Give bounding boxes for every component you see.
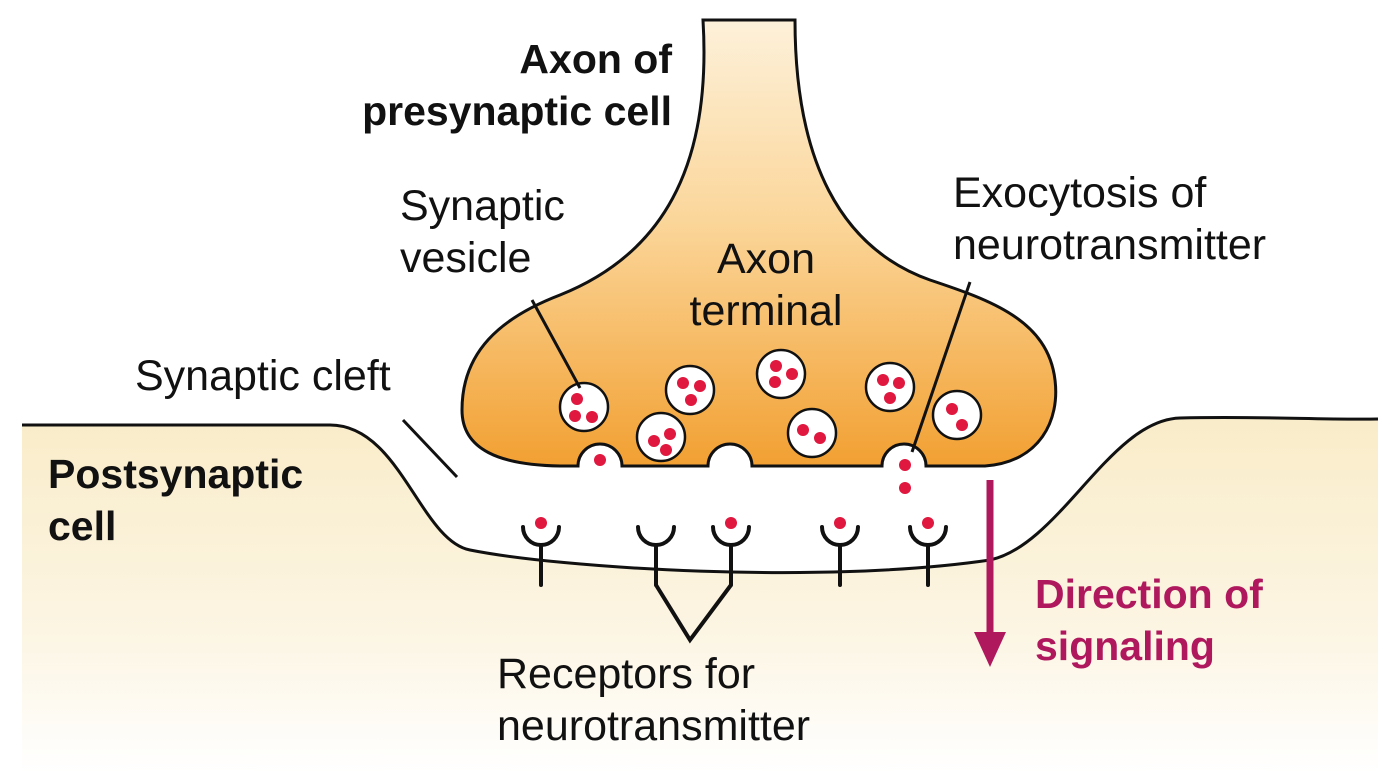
synaptic-vesicle xyxy=(635,411,687,463)
synaptic-vesicle-leader xyxy=(530,299,582,389)
receptor xyxy=(820,525,860,587)
postsynaptic-cell-label: Postsynaptic cell xyxy=(48,451,304,549)
receptor xyxy=(521,525,561,587)
synaptic-vesicle xyxy=(755,348,807,400)
exocytosis-label: Exocytosis of neurotransmitter xyxy=(953,169,1267,269)
synaptic-vesicle xyxy=(931,389,983,441)
synaptic-vesicle-label: Synaptic vesicle xyxy=(400,182,565,282)
axon-presynaptic-label: Axon of presynaptic cell xyxy=(362,36,672,134)
receptors-label: Receptors for neurotransmitter xyxy=(497,650,811,750)
synaptic-vesicles xyxy=(558,348,983,463)
direction-label: Direction of signaling xyxy=(1035,571,1263,669)
released-neurotransmitter xyxy=(594,454,911,494)
receptor xyxy=(711,525,751,587)
synaptic-cleft-label: Synaptic cleft xyxy=(135,352,391,400)
synaptic-vesicle xyxy=(864,361,916,413)
synaptic-vesicle xyxy=(558,381,610,433)
receptor xyxy=(636,525,676,587)
axon-terminal-label: Axon terminal xyxy=(689,235,843,335)
receptors-bracket xyxy=(654,583,733,644)
postsynaptic-membrane xyxy=(22,415,1379,575)
direction-arrow xyxy=(974,480,1006,667)
bound-neurotransmitter xyxy=(535,517,934,529)
synaptic-vesicle xyxy=(786,407,838,459)
synaptic-cleft-leader xyxy=(401,418,459,479)
receptors xyxy=(521,525,948,587)
exocytosis-leader xyxy=(910,281,972,453)
receptor xyxy=(908,525,948,587)
postsynaptic-cell-body xyxy=(22,417,1378,773)
synaptic-vesicle xyxy=(664,364,716,416)
axon-terminal-body xyxy=(460,18,1058,468)
